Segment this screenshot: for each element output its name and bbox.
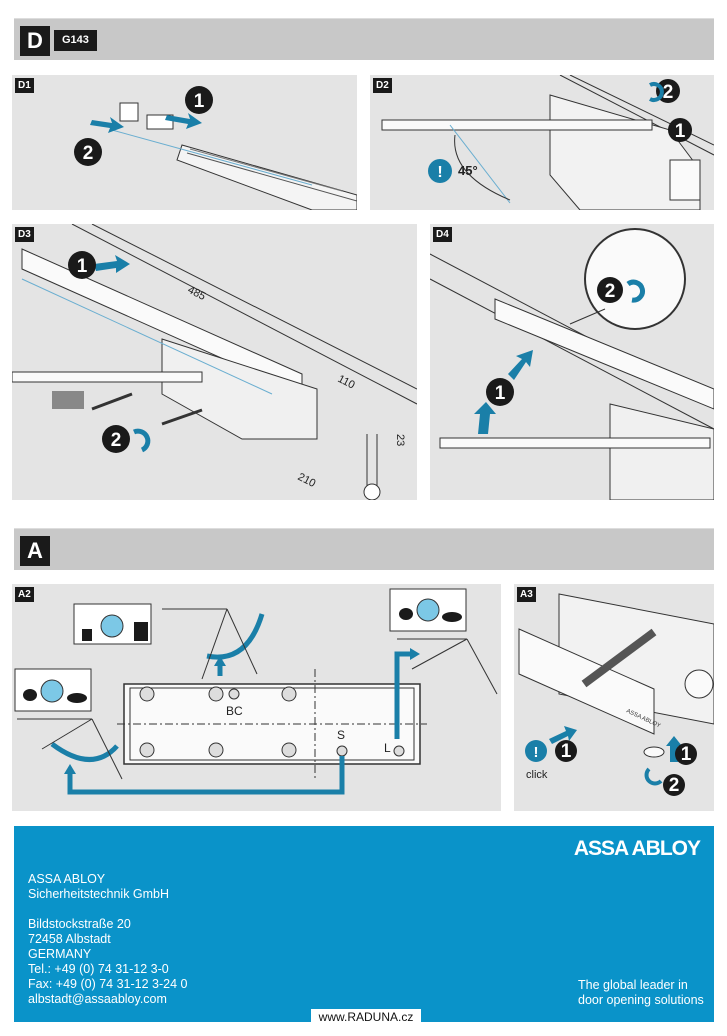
svg-text:!: ! (534, 744, 539, 761)
section-letter: A (20, 536, 50, 566)
d4-illustration: 2 1 (430, 228, 714, 500)
a2-illustration: BC S L (14, 588, 498, 795)
angle-label: 45° (458, 163, 478, 178)
website-watermark[interactable]: www.RADUNA.cz (311, 1009, 421, 1025)
address-line: Bildstockstraße 20 (28, 917, 131, 931)
section-a-header: A (14, 528, 714, 570)
model-code: G143 (54, 30, 97, 51)
address-line: GERMANY (28, 947, 92, 961)
panel-label: D3 (15, 227, 34, 242)
d3-illustration: 485 110 210 23 1 2 (12, 224, 417, 500)
icon-box-speed-right (389, 588, 467, 632)
step-1-marker: 1 (77, 256, 88, 277)
panel-label: D2 (373, 78, 392, 93)
section-d-header: D G143 (14, 18, 714, 60)
s-valve-label: S (337, 728, 345, 742)
tagline-line: The global leader in (578, 978, 688, 992)
address-line: Sicherheitstechnik GmbH (28, 887, 170, 901)
bc-valve-label: BC (226, 704, 243, 718)
dimension-110: 110 (336, 373, 357, 392)
dimension-210: 210 (296, 471, 318, 490)
tagline-line: door opening solutions (578, 993, 704, 1007)
panel-label: D4 (433, 227, 452, 242)
d1-illustration: 1 2 (74, 86, 357, 210)
footer: ASSA ABLOY ASSA ABLOY Sicherheitstechnik… (14, 826, 714, 1022)
step-1-marker: 1 (675, 121, 686, 142)
step-2-marker: 2 (111, 430, 122, 451)
address-line: 72458 Albstadt (28, 932, 111, 946)
dimension-23: 23 (394, 434, 406, 446)
panel-d1: D1 1 2 (12, 75, 357, 210)
svg-text:!: ! (437, 164, 442, 181)
section-letter: D (20, 26, 50, 56)
step-1-marker: 1 (561, 741, 572, 762)
icon-box-weights (73, 603, 152, 645)
l-valve-label: L (384, 741, 391, 755)
panel-d4: D4 2 1 (430, 224, 714, 500)
step-1-marker: 1 (495, 383, 506, 404)
icon-box-speed-left (14, 668, 92, 712)
panel-d2: D2 ! 45° 1 2 (370, 75, 714, 210)
phone: Tel.: +49 (0) 74 31-12 3-0 (28, 962, 169, 976)
step-2-marker: 2 (669, 775, 680, 796)
panel-label: A3 (517, 587, 536, 602)
panel-label: D1 (15, 78, 34, 93)
fax: Fax: +49 (0) 74 31-12 3-24 0 (28, 977, 188, 991)
address-line: ASSA ABLOY (28, 872, 106, 886)
panel-d3: D3 485 110 210 23 1 2 (12, 224, 417, 500)
email-link[interactable]: albstadt@assaabloy.com (28, 992, 167, 1006)
panel-a2: A2 BC S L (12, 584, 501, 811)
step-2-marker: 2 (605, 281, 616, 302)
company-address: ASSA ABLOY Sicherheitstechnik GmbH Bilds… (28, 872, 187, 1007)
step-1-marker: 1 (194, 91, 205, 112)
panel-a3: A3 ASSA ABLOY ! click 1 1 2 (514, 584, 714, 811)
spacer (28, 902, 187, 917)
a3-illustration: ASSA ABLOY ! click 1 1 2 (518, 593, 714, 796)
step-1-marker-b: 1 (681, 744, 692, 765)
tagline: The global leader in door opening soluti… (578, 978, 704, 1008)
panel-label: A2 (15, 587, 34, 602)
d2-illustration: ! 45° 1 2 (381, 75, 714, 210)
dimension-485: 485 (186, 284, 208, 303)
step-2-marker: 2 (663, 82, 674, 103)
assa-abloy-logo: ASSA ABLOY (573, 837, 701, 860)
step-2-marker: 2 (83, 143, 94, 164)
click-label: click (526, 769, 548, 781)
